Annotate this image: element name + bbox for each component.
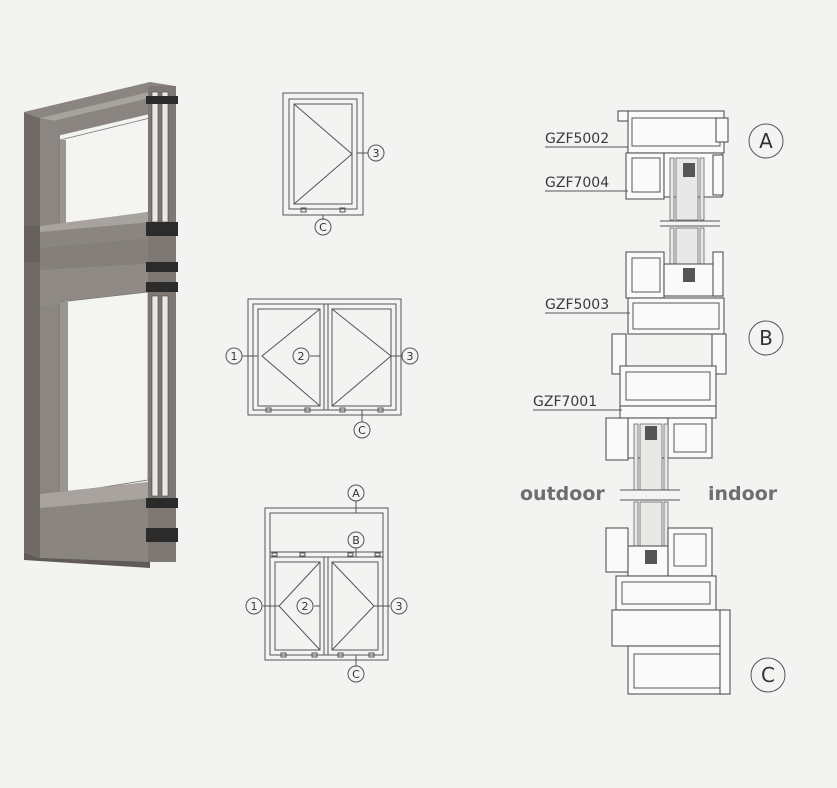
- marker-2-elev3: 2: [296, 597, 314, 615]
- svg-text:1: 1: [231, 350, 238, 363]
- label-gzf5003: GZF5003: [545, 297, 609, 313]
- elevation-double-casement: [242, 298, 402, 422]
- marker-3-elev1: 3: [367, 144, 385, 162]
- section-marker-b: B: [748, 320, 784, 356]
- svg-text:1: 1: [251, 600, 258, 613]
- svg-text:2: 2: [298, 350, 305, 363]
- svg-text:A: A: [352, 487, 360, 500]
- marker-1-elev3: 1: [245, 597, 263, 615]
- label-gzf7001: GZF7001: [533, 394, 597, 410]
- profile-leaders: [533, 146, 630, 411]
- elevation-single-casement: [282, 92, 368, 220]
- svg-text:3: 3: [396, 600, 403, 613]
- svg-text:3: 3: [373, 147, 380, 160]
- marker-c-elev2: C: [353, 421, 371, 439]
- marker-3-elev2: 3: [401, 347, 419, 365]
- marker-c-elev3: C: [347, 665, 365, 683]
- svg-text:B: B: [352, 534, 360, 547]
- marker-3-elev3: 3: [390, 597, 408, 615]
- label-outdoor: outdoor: [520, 483, 605, 505]
- label-gzf5002: GZF5002: [545, 131, 609, 147]
- elevation-transom-window: [263, 501, 390, 666]
- svg-text:2: 2: [302, 600, 309, 613]
- marker-2-elev2: 2: [292, 347, 310, 365]
- cross-section-drawing: [605, 110, 731, 695]
- marker-b-elev3: B: [347, 531, 365, 549]
- svg-text:A: A: [759, 129, 773, 153]
- marker-1-elev2: 1: [225, 347, 243, 365]
- svg-text:C: C: [319, 221, 327, 234]
- label-gzf7004: GZF7004: [545, 175, 609, 191]
- section-marker-c: C: [750, 657, 786, 693]
- svg-text:C: C: [761, 663, 775, 687]
- svg-text:3: 3: [407, 350, 414, 363]
- section-marker-a: A: [748, 123, 784, 159]
- svg-text:C: C: [352, 668, 360, 681]
- label-indoor: indoor: [708, 483, 778, 505]
- svg-text:C: C: [358, 424, 366, 437]
- window-frame-render: [24, 82, 178, 568]
- svg-text:B: B: [759, 326, 773, 350]
- marker-c-elev1: C: [314, 218, 332, 236]
- marker-a-elev3: A: [347, 484, 365, 502]
